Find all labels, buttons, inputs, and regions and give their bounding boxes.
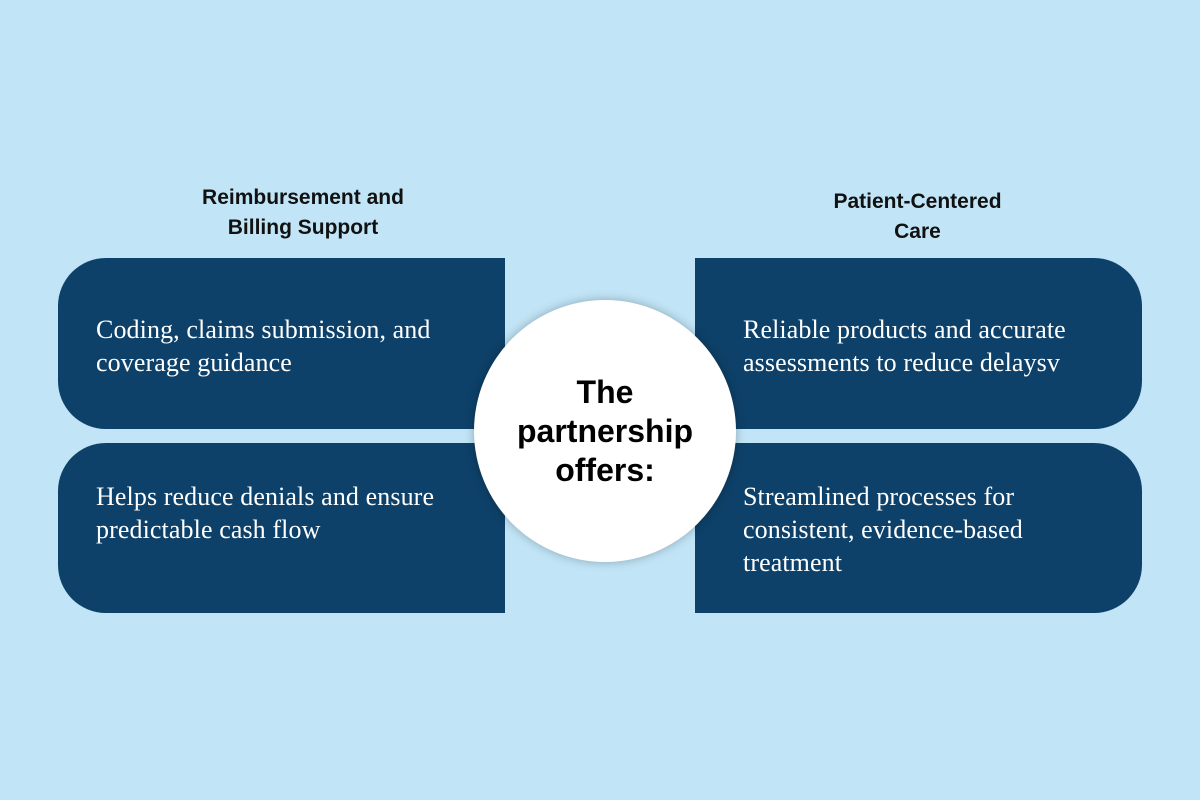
left-top-box-line-2: coverage guidance [96,348,292,377]
left-heading-line-1: Reimbursement and [202,186,404,209]
left-heading-line-2: Billing Support [227,216,379,239]
left-bottom-box: Helps reduce denials and ensure predicta… [58,443,505,613]
right-bottom-box-line-2: consistent, evidence-based [743,515,1023,544]
center-label-line-3: offers: [555,451,655,488]
right-bottom-box-line-3: treatment [743,548,843,577]
right-bottom-box-line-1: Streamlined processes for [743,482,1015,511]
center-circle: The partnership offers: [474,300,736,562]
center-label: The partnership offers: [517,373,693,490]
left-column-heading: Reimbursement and Billing Support [150,183,456,243]
right-heading-line-1: Patient-Centered [833,190,1002,213]
right-heading-line-2: Care [894,220,941,243]
center-label-line-2: partnership [516,412,694,449]
left-bottom-box-line-1: Helps reduce denials and ensure [96,482,435,511]
right-top-box-line-2: assessments to reduce delaysv [743,348,1060,377]
right-top-box: Reliable products and accurate assessmen… [695,258,1142,429]
center-label-line-1: The [576,373,634,410]
left-top-box-line-1: Coding, claims submission, and [96,315,431,344]
right-top-box-line-1: Reliable products and accurate [743,315,1066,344]
right-column-heading: Patient-Centered Care [790,187,1045,247]
left-bottom-box-line-2: predictable cash flow [96,515,321,544]
left-top-box: Coding, claims submission, and coverage … [58,258,505,429]
right-bottom-box: Streamlined processes for consistent, ev… [695,443,1142,613]
